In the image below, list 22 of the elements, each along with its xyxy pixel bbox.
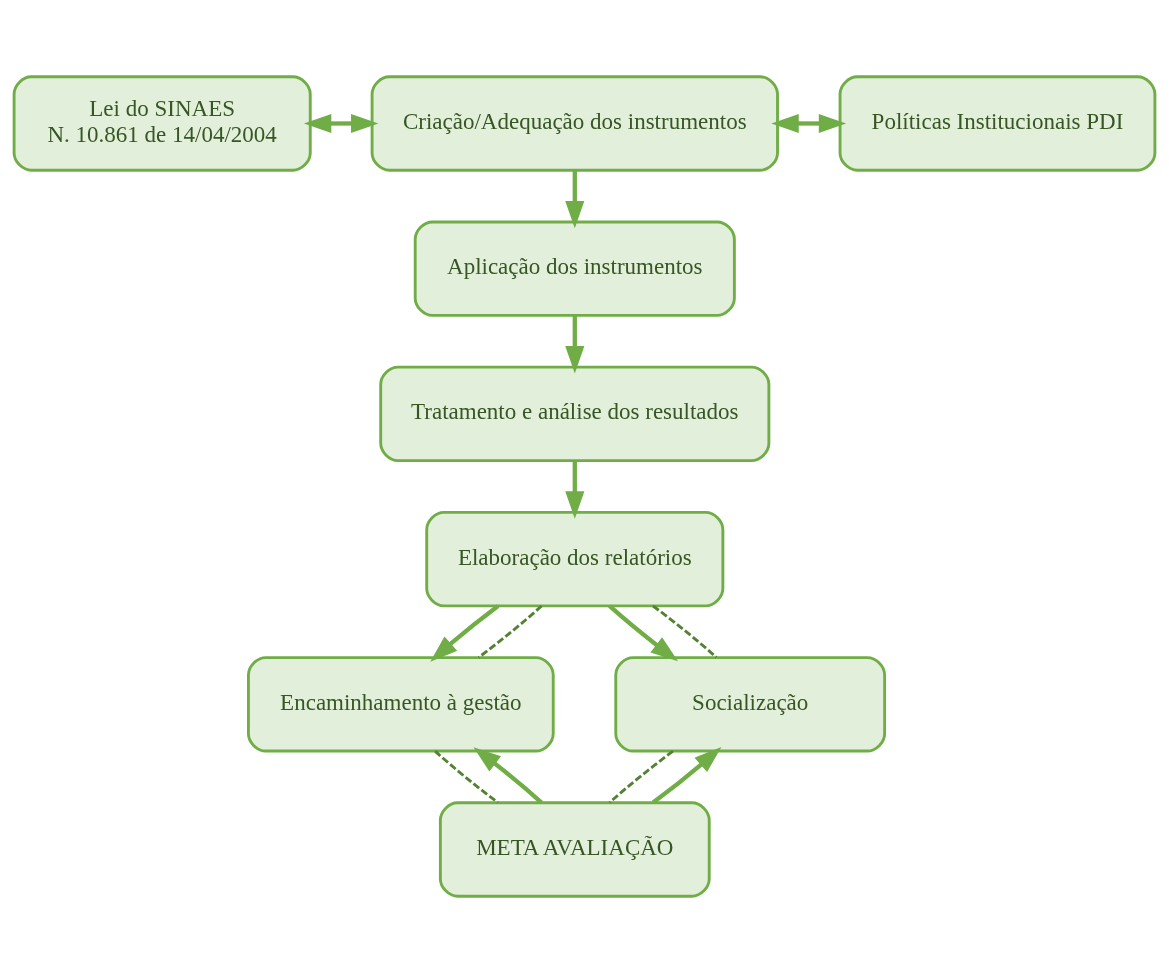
arrow: [565, 169, 585, 228]
connector: [477, 604, 543, 659]
node-box: Lei do SINAES N. 10.861 de 14/04/2004: [12, 74, 312, 172]
connector: [434, 749, 499, 804]
node-box: META AVALIAÇÃO: [438, 800, 711, 898]
node-box: Políticas Institucionais PDI: [838, 74, 1157, 172]
node-box: Elaboração dos relatórios: [425, 510, 725, 607]
arrow: [473, 746, 543, 804]
node-box: Aplicação dos instrumentos: [413, 220, 736, 317]
arrow: [771, 113, 847, 133]
node-box: Socialização: [614, 655, 887, 752]
arrow: [303, 113, 379, 133]
arrow: [651, 746, 722, 804]
arrow: [430, 603, 500, 662]
arrow: [565, 315, 585, 373]
connector: [608, 749, 674, 804]
arrow: [565, 460, 585, 519]
node-box: Criação/Adequação dos instrumentos: [370, 74, 779, 172]
arrow: [608, 603, 679, 661]
node-box: Encaminhamento à gestão: [247, 655, 555, 752]
node-box: Tratamento e análise dos resultados: [379, 365, 771, 462]
connector: [652, 604, 718, 658]
